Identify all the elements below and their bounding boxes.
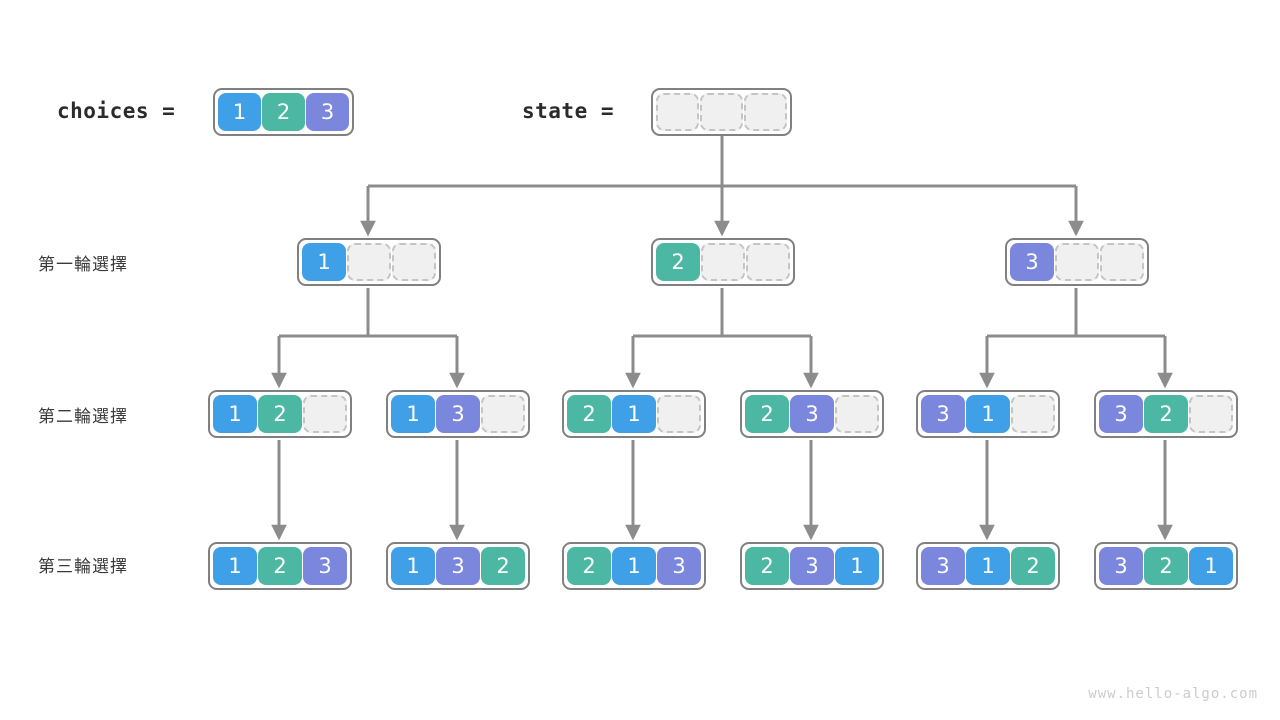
round2-node-3-cell-3: [657, 395, 701, 433]
round1-node-2-cell-2: [701, 243, 745, 281]
round1-node-1-cell-3: [392, 243, 436, 281]
round3-node-5-cell-3: 2: [1011, 547, 1055, 585]
round3-node-6-cell-2: 2: [1144, 547, 1188, 585]
state-array: [651, 88, 792, 136]
state-cell-3: [744, 93, 787, 131]
round2-node-5-cell-2: 1: [966, 395, 1010, 433]
round3-node-1-cell-1: 1: [213, 547, 257, 585]
round2-node-4-cell-2: 3: [790, 395, 834, 433]
round3-node-2-cell-3: 2: [481, 547, 525, 585]
round3-node-3-cell-3: 3: [657, 547, 701, 585]
round3-node-5-cell-2: 1: [966, 547, 1010, 585]
choices-cell-3: 3: [306, 93, 349, 131]
round2-node-2-cell-2: 3: [436, 395, 480, 433]
state-cell-1: [656, 93, 699, 131]
round3-node-2-cell-1: 1: [391, 547, 435, 585]
choices-label: choices =: [57, 99, 176, 123]
round2-node-5-cell-3: [1011, 395, 1055, 433]
choices-cell-2: 2: [262, 93, 305, 131]
round1-node-1: 1: [297, 238, 441, 286]
round1-node-2-cell-1: 2: [656, 243, 700, 281]
round1-node-2: 2: [651, 238, 795, 286]
round2-node-1-cell-1: 1: [213, 395, 257, 433]
round1-node-3-cell-3: [1100, 243, 1144, 281]
round1-node-1-cell-1: 1: [302, 243, 346, 281]
row-label-round3: 第三輪選擇: [38, 557, 128, 577]
round2-node-3-cell-1: 2: [567, 395, 611, 433]
round3-node-5-cell-1: 3: [921, 547, 965, 585]
round2-node-2-cell-1: 1: [391, 395, 435, 433]
round3-node-6-cell-1: 3: [1099, 547, 1143, 585]
round3-node-2-cell-2: 3: [436, 547, 480, 585]
row-label-round1: 第一輪選擇: [38, 255, 128, 275]
round2-node-4-cell-1: 2: [745, 395, 789, 433]
row-label-round2: 第二輪選擇: [38, 407, 128, 427]
round3-node-4-cell-1: 2: [745, 547, 789, 585]
round3-node-3-cell-2: 1: [612, 547, 656, 585]
round2-node-6-cell-3: [1189, 395, 1233, 433]
round2-node-6-cell-1: 3: [1099, 395, 1143, 433]
round2-node-2-cell-3: [481, 395, 525, 433]
round2-node-3-cell-2: 1: [612, 395, 656, 433]
round1-node-1-cell-2: [347, 243, 391, 281]
round1-node-3-cell-2: [1055, 243, 1099, 281]
state-cell-2: [700, 93, 743, 131]
round2-node-1-cell-2: 2: [258, 395, 302, 433]
round2-node-5-cell-1: 3: [921, 395, 965, 433]
round2-node-6-cell-2: 2: [1144, 395, 1188, 433]
round3-node-4-cell-3: 1: [835, 547, 879, 585]
round1-node-3: 3: [1005, 238, 1149, 286]
choices-cell-1: 1: [218, 93, 261, 131]
watermark: www.hello-algo.com: [1088, 686, 1258, 702]
round2-node-1-cell-3: [303, 395, 347, 433]
round3-node-1-cell-2: 2: [258, 547, 302, 585]
round2-node-4-cell-3: [835, 395, 879, 433]
round3-node-6-cell-3: 1: [1189, 547, 1233, 585]
round3-node-1-cell-3: 3: [303, 547, 347, 585]
round3-node-4-cell-2: 3: [790, 547, 834, 585]
round1-node-3-cell-1: 3: [1010, 243, 1054, 281]
state-label: state =: [522, 99, 615, 123]
round1-node-2-cell-3: [746, 243, 790, 281]
round3-node-3-cell-1: 2: [567, 547, 611, 585]
